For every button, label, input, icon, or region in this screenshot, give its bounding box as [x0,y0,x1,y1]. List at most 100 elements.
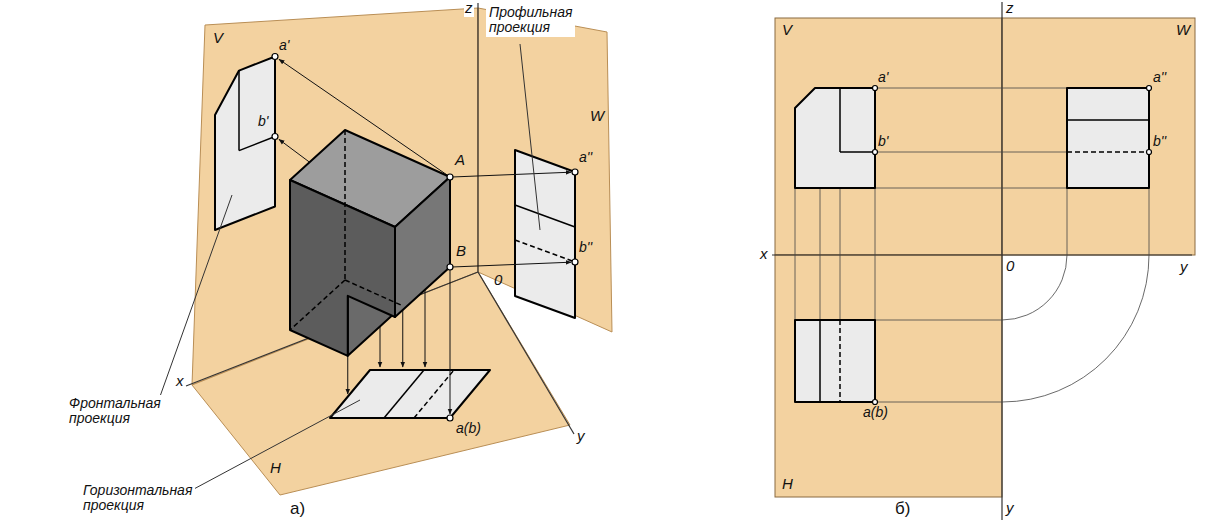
axis-label: y [577,428,585,445]
point-marker [447,174,453,180]
side-view-outline [1067,88,1149,188]
profile-field [1002,18,1195,255]
transfer-arc [1002,255,1149,402]
point-label: A [455,152,465,169]
point-label: B [456,243,466,260]
point-label: a' [279,38,289,53]
origin-label: 0 [1006,258,1014,275]
hidden-edge [345,280,403,306]
projecting-ray [402,306,403,367]
orthographic-views [795,88,1149,402]
top-view-outline [330,370,490,418]
leader-line [520,44,540,230]
axes [772,2,1192,520]
point-label: a'' [579,150,592,165]
hidden-edge [414,370,454,418]
top-view-edge [384,370,424,418]
point-marker [873,400,878,405]
front-view-edge [238,71,240,151]
front-view-outline [215,57,275,231]
projection-fields [775,18,1195,497]
projecting-ray [452,172,571,177]
axis-label: y [1006,500,1014,517]
hidden-edges [290,130,403,330]
frontal-projection [215,57,275,231]
front-view-outline [795,88,875,188]
linking-line [1067,188,1068,255]
projection-planes [192,8,612,495]
axis-label: z [464,0,474,17]
point-label: b' [258,114,268,129]
leader-lines [158,44,540,490]
top-view-edge [819,320,821,402]
point-label: a(b) [456,421,481,436]
axis-label: y [1180,259,1188,276]
linking-line [795,188,796,320]
callout-label: Профильная проекция [486,4,575,37]
axis-label: x [176,373,184,390]
point-marker [572,169,578,175]
side-view-edge [1067,119,1149,121]
point-label: b'' [579,240,592,255]
plane-label: W [590,108,604,125]
front-face [290,180,395,356]
points [873,86,1152,405]
figure-caption: б) [895,500,910,519]
front-view-edge [239,137,275,151]
linking-line [875,88,1067,89]
projecting-ray [380,327,381,367]
linking-line [875,152,1067,153]
origin-label: 0 [494,272,502,289]
front-view-edge [839,88,841,152]
plane-label: W [1176,22,1190,39]
point-marker [272,54,278,60]
horizontal-projection [330,370,490,418]
leader-line [192,400,360,490]
hidden-edge [1067,151,1149,153]
point-marker [1147,150,1152,155]
plane-label: V [213,30,223,47]
projecting-ray [425,290,426,367]
linking-line [1149,188,1150,255]
side-view-outline [515,150,575,318]
point-marker [447,264,453,270]
profile-plane [478,8,612,332]
point-marker [873,86,878,91]
x-axis [772,254,1192,255]
top-view-outline [795,320,875,402]
point-marker [572,259,578,265]
linking-line [875,188,1067,189]
z-axis [1001,2,1002,520]
axes [186,3,574,434]
point-label: a'' [1153,70,1166,85]
linking-line [840,188,841,320]
hidden-edge [839,320,841,402]
plane-label: H [782,476,793,493]
leader-line [158,195,232,402]
hidden-edge [290,280,345,330]
projecting-ray [452,262,571,267]
point-marker [873,150,878,155]
point-marker [272,134,278,140]
axis-label: x [760,246,768,263]
point-marker [1147,86,1152,91]
points [272,54,578,422]
linking-lines [795,88,1149,402]
z-axis [477,3,478,272]
frontal-field [775,18,1002,255]
axis-label: z [1006,0,1014,17]
linking-line [875,188,876,320]
point-label: a(b) [863,405,888,420]
hidden-edge [344,130,346,280]
linking-line [820,188,821,320]
callout-label: Фронтальная проекция [66,395,164,428]
projecting-ray [450,267,451,414]
transfer-arc [1002,255,1067,320]
callout-label: Горизонтальная проекция [80,482,195,515]
point-label: b' [878,134,888,149]
hidden-edge [515,240,575,262]
point-label: a' [878,70,888,85]
projecting-ray [347,356,348,394]
point-marker [447,415,453,421]
